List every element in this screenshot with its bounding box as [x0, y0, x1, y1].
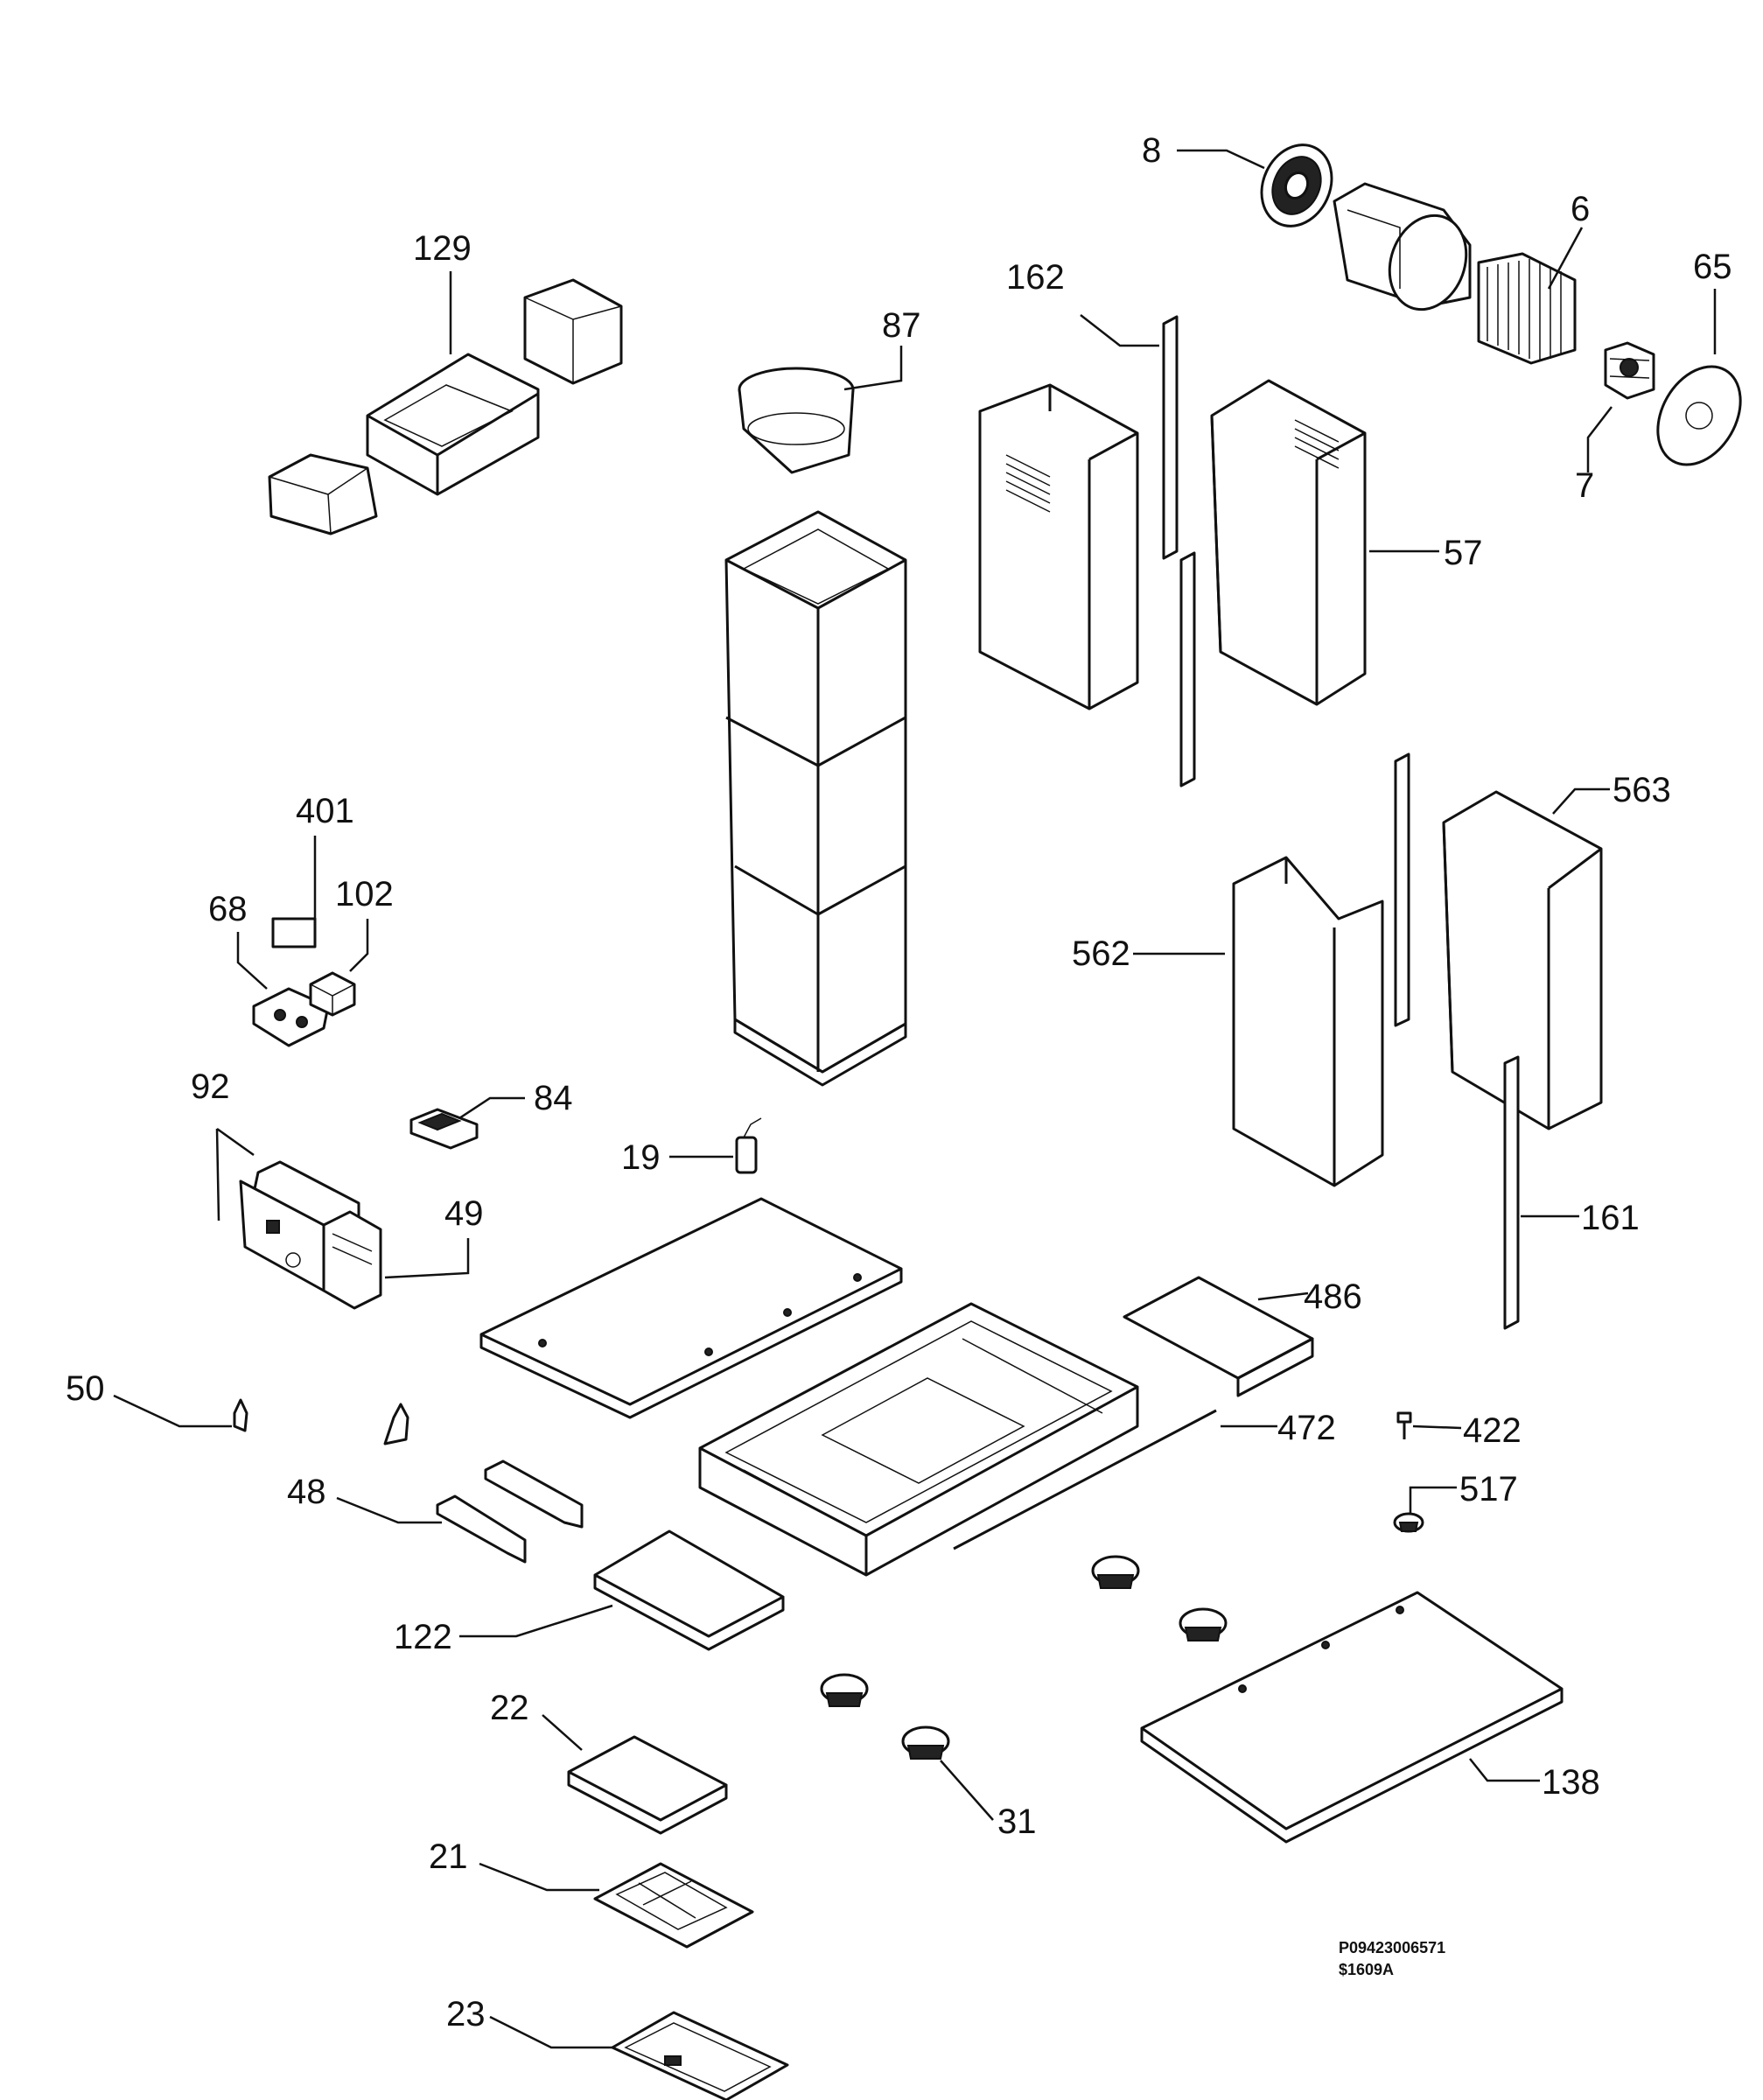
- part-7-motor: [1604, 341, 1655, 400]
- part-23-filter-cover: [611, 2011, 789, 2100]
- drawing-code: P09423006571 $1609A: [1339, 1939, 1445, 1978]
- part-84-switch: [409, 1108, 479, 1150]
- part-563-chimney-lower-rear: [1442, 790, 1603, 1130]
- callout-labels: 8 6 65 129 162 87 7 57 401 563 68 102 56…: [66, 131, 1732, 2034]
- label-6: 6: [1571, 190, 1590, 228]
- part-161-trim-strip: [1503, 1055, 1520, 1330]
- part-48-light-bracket: [436, 1460, 584, 1564]
- label-161: 161: [1581, 1199, 1640, 1237]
- part-19-capacitor: [735, 1117, 762, 1174]
- part-6-blower-wheel: [1477, 252, 1577, 365]
- label-49: 49: [444, 1194, 484, 1233]
- label-422: 422: [1463, 1411, 1522, 1450]
- part-87-duct-adapter: [738, 367, 855, 474]
- label-7: 7: [1575, 466, 1594, 505]
- part-162-trim-strip: [1162, 315, 1196, 788]
- label-486: 486: [1304, 1278, 1362, 1316]
- drawing-code-line1: P09423006571: [1339, 1939, 1445, 1956]
- label-401: 401: [296, 792, 354, 830]
- part-chimney-upper-front: [978, 383, 1139, 710]
- label-8: 8: [1142, 131, 1161, 170]
- part-knobs: [820, 1555, 1228, 1707]
- label-23: 23: [446, 1995, 486, 2034]
- label-517: 517: [1459, 1470, 1518, 1508]
- label-87: 87: [882, 306, 921, 345]
- part-422-screw: [1396, 1411, 1412, 1439]
- part-central-frame: [724, 510, 907, 1087]
- label-102: 102: [335, 875, 394, 914]
- label-65: 65: [1693, 248, 1732, 286]
- part-129-duct-box: [268, 278, 623, 536]
- part-21-filter-frame: [593, 1862, 754, 1949]
- part-562-chimney-lower-front: [1232, 856, 1384, 1187]
- part-50-clip: [233, 1398, 409, 1446]
- part-517-knob: [1393, 1512, 1424, 1533]
- part-8-fan-grille: [1260, 144, 1333, 228]
- leader-lines: [113, 149, 1717, 2049]
- part-fan-housing: [1333, 182, 1472, 312]
- label-562: 562: [1072, 934, 1130, 973]
- drawing-code-line2: $1609A: [1339, 1961, 1394, 1978]
- part-49-pcb: [322, 1210, 382, 1310]
- part-138-bottom-panel: [1140, 1591, 1564, 1844]
- part-31-knob: [901, 1726, 950, 1760]
- label-138: 138: [1542, 1763, 1600, 1802]
- part-top-panel: [479, 1197, 903, 1419]
- label-22: 22: [490, 1689, 529, 1727]
- label-19: 19: [621, 1138, 661, 1177]
- label-31: 31: [997, 1802, 1037, 1841]
- label-50: 50: [66, 1369, 105, 1408]
- part-472-rod: [953, 1409, 1217, 1550]
- label-21: 21: [429, 1838, 468, 1876]
- label-92: 92: [191, 1068, 230, 1106]
- label-68: 68: [208, 890, 248, 928]
- part-122-light-cover: [593, 1530, 785, 1651]
- label-472: 472: [1277, 1409, 1336, 1447]
- part-102-transformer: [309, 971, 356, 1017]
- part-trim-strip-lower: [1394, 752, 1410, 1027]
- part-65-motor-plate: [1656, 365, 1742, 466]
- part-57-chimney-upper-rear: [1210, 379, 1367, 706]
- label-563: 563: [1613, 771, 1671, 809]
- label-129: 129: [413, 229, 472, 268]
- part-hood-body: [698, 1302, 1139, 1577]
- part-401-label: [271, 917, 317, 948]
- label-162: 162: [1006, 258, 1065, 297]
- label-57: 57: [1444, 534, 1483, 572]
- label-84: 84: [534, 1079, 573, 1117]
- label-48: 48: [287, 1473, 326, 1511]
- label-122: 122: [394, 1618, 452, 1656]
- part-486-panel: [1123, 1276, 1314, 1397]
- part-22-filter-pad: [567, 1735, 728, 1835]
